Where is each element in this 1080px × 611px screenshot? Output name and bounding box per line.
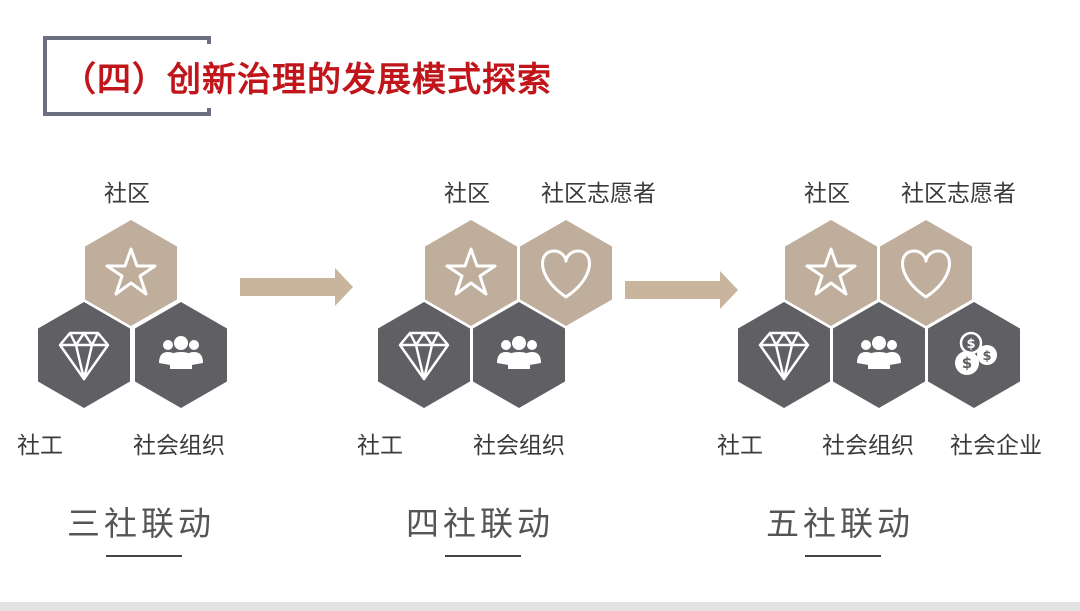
label-shehui-zuzhi-3: 社会组织 xyxy=(822,433,914,459)
svg-text:$: $ xyxy=(966,337,975,352)
coins-icon: $ $ $ xyxy=(955,331,997,375)
caption-3: 五社联动 xyxy=(766,504,914,543)
hex-shehui-zuzhi-2 xyxy=(473,302,565,408)
hex-zhiyuanzhe-3 xyxy=(880,220,972,326)
arrow-2 xyxy=(625,271,738,309)
caption-underline-1 xyxy=(106,555,182,557)
hex-shequ-3 xyxy=(785,220,877,326)
diamond-icon xyxy=(398,331,450,381)
label-shequ-2: 社区 xyxy=(444,181,490,207)
arrow-1 xyxy=(240,268,353,306)
hex-shegong-2 xyxy=(378,302,470,408)
hex-shequ-1 xyxy=(85,220,177,326)
hex-shegong-1 xyxy=(38,302,130,408)
caption-underline-3 xyxy=(805,555,881,557)
label-shehui-zuzhi-2: 社会组织 xyxy=(473,433,565,459)
star-icon xyxy=(445,247,497,296)
svg-text:$: $ xyxy=(982,349,991,364)
star-icon xyxy=(105,247,157,296)
diamond-icon xyxy=(758,331,810,381)
label-shehui-qiye-3: 社会企业 xyxy=(950,433,1042,459)
svg-text:$: $ xyxy=(962,354,972,372)
title-frame xyxy=(43,36,211,116)
hex-shehui-zuzhi-3 xyxy=(833,302,925,408)
label-shequ-3: 社区 xyxy=(804,181,850,207)
caption-underline-2 xyxy=(445,555,521,557)
bottom-bar xyxy=(0,602,1080,611)
hex-shehui-zuzhi-1 xyxy=(135,302,227,408)
caption-1: 三社联动 xyxy=(67,504,215,543)
hex-shehui-qiye-3: $ $ $ xyxy=(928,302,1020,408)
hex-shegong-3 xyxy=(738,302,830,408)
label-zhiyuanzhe-2: 社区志愿者 xyxy=(541,181,656,207)
caption-2: 四社联动 xyxy=(406,504,554,543)
page-title: （四）创新治理的发展模式探索 xyxy=(62,60,552,100)
diamond-icon xyxy=(58,331,110,381)
people-icon xyxy=(497,336,541,369)
label-zhiyuanzhe-3: 社区志愿者 xyxy=(901,181,1016,207)
label-shehui-zuzhi-1: 社会组织 xyxy=(133,433,225,459)
star-icon xyxy=(805,247,857,296)
people-icon xyxy=(857,336,901,369)
people-icon xyxy=(159,336,203,369)
hex-zhiyuanzhe-2 xyxy=(520,220,612,326)
heart-icon xyxy=(541,249,591,299)
label-shequ-1: 社区 xyxy=(104,181,150,207)
hex-shequ-2 xyxy=(425,220,517,326)
label-shegong-1: 社工 xyxy=(17,433,63,459)
label-shegong-3: 社工 xyxy=(717,433,763,459)
heart-icon xyxy=(901,249,951,299)
label-shegong-2: 社工 xyxy=(357,433,403,459)
